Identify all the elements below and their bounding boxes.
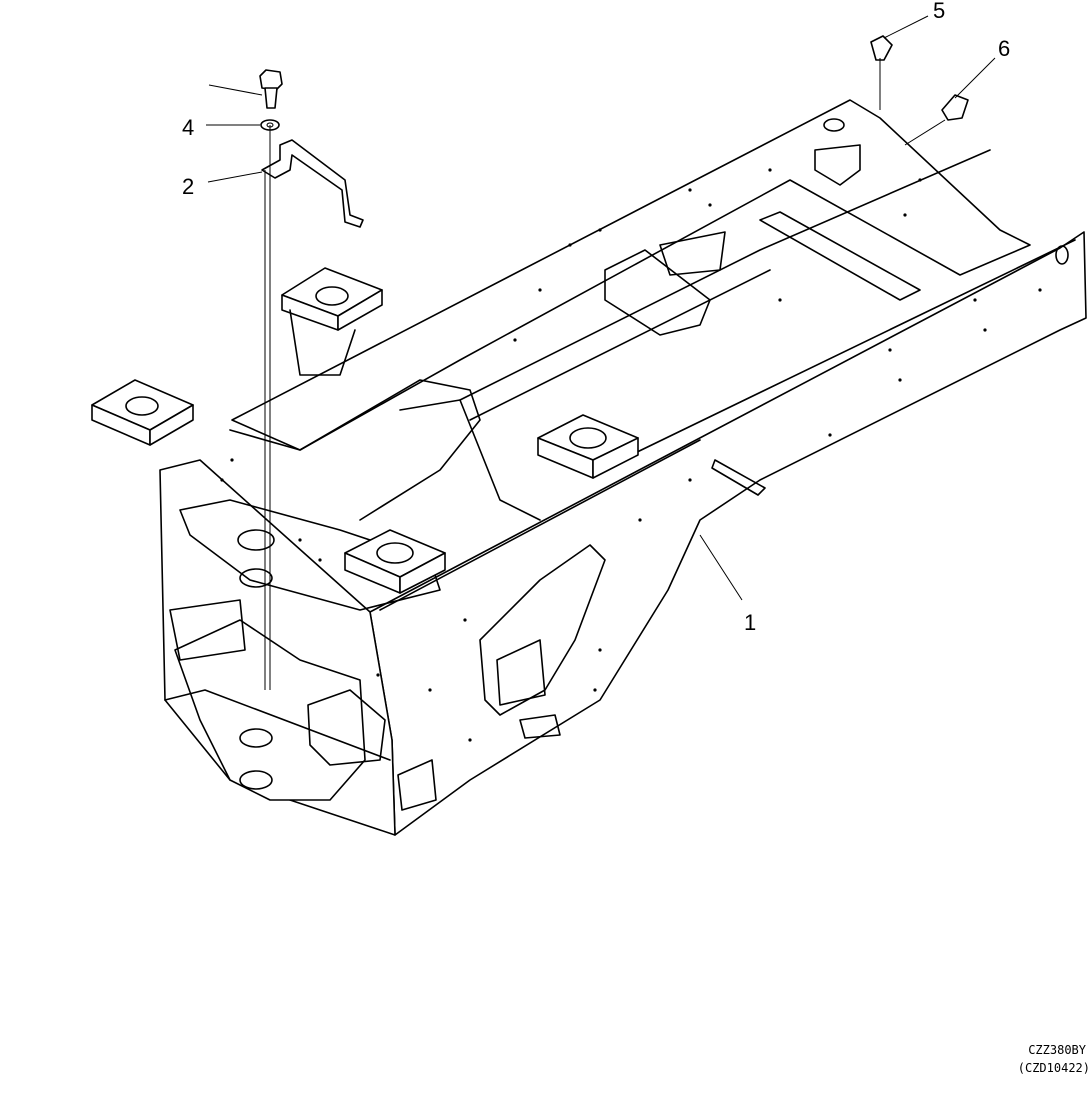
mount-pad-rear-left xyxy=(281,267,383,376)
plug-part-5 xyxy=(870,35,893,61)
bolt-and-washer xyxy=(259,69,283,131)
frame-hole xyxy=(239,728,273,748)
frame-hole xyxy=(237,529,275,551)
plug-part-6 xyxy=(941,94,969,121)
drawing-code-line-2: (CZD10422) xyxy=(1018,1061,1090,1075)
callout-1: 1 xyxy=(744,610,756,635)
drawing-code-line-1: CZZ380BY xyxy=(1028,1043,1087,1057)
main-frame xyxy=(159,99,1087,836)
mount-pad-centre xyxy=(537,414,639,479)
frame-hole xyxy=(239,770,273,790)
frame-hole xyxy=(1055,245,1069,265)
callout-4: 4 xyxy=(182,115,194,140)
callout-2: 2 xyxy=(182,174,194,199)
rivet-dots xyxy=(220,168,1042,742)
mount-pad-front-left xyxy=(91,379,194,446)
mount-pad-front xyxy=(344,529,446,594)
frame-hole xyxy=(823,118,845,132)
callout-5: 5 xyxy=(933,0,945,23)
frame-hole xyxy=(239,568,273,588)
leader-lines xyxy=(206,15,996,690)
bracket-part-2 xyxy=(261,139,364,228)
callout-6: 6 xyxy=(998,36,1010,61)
